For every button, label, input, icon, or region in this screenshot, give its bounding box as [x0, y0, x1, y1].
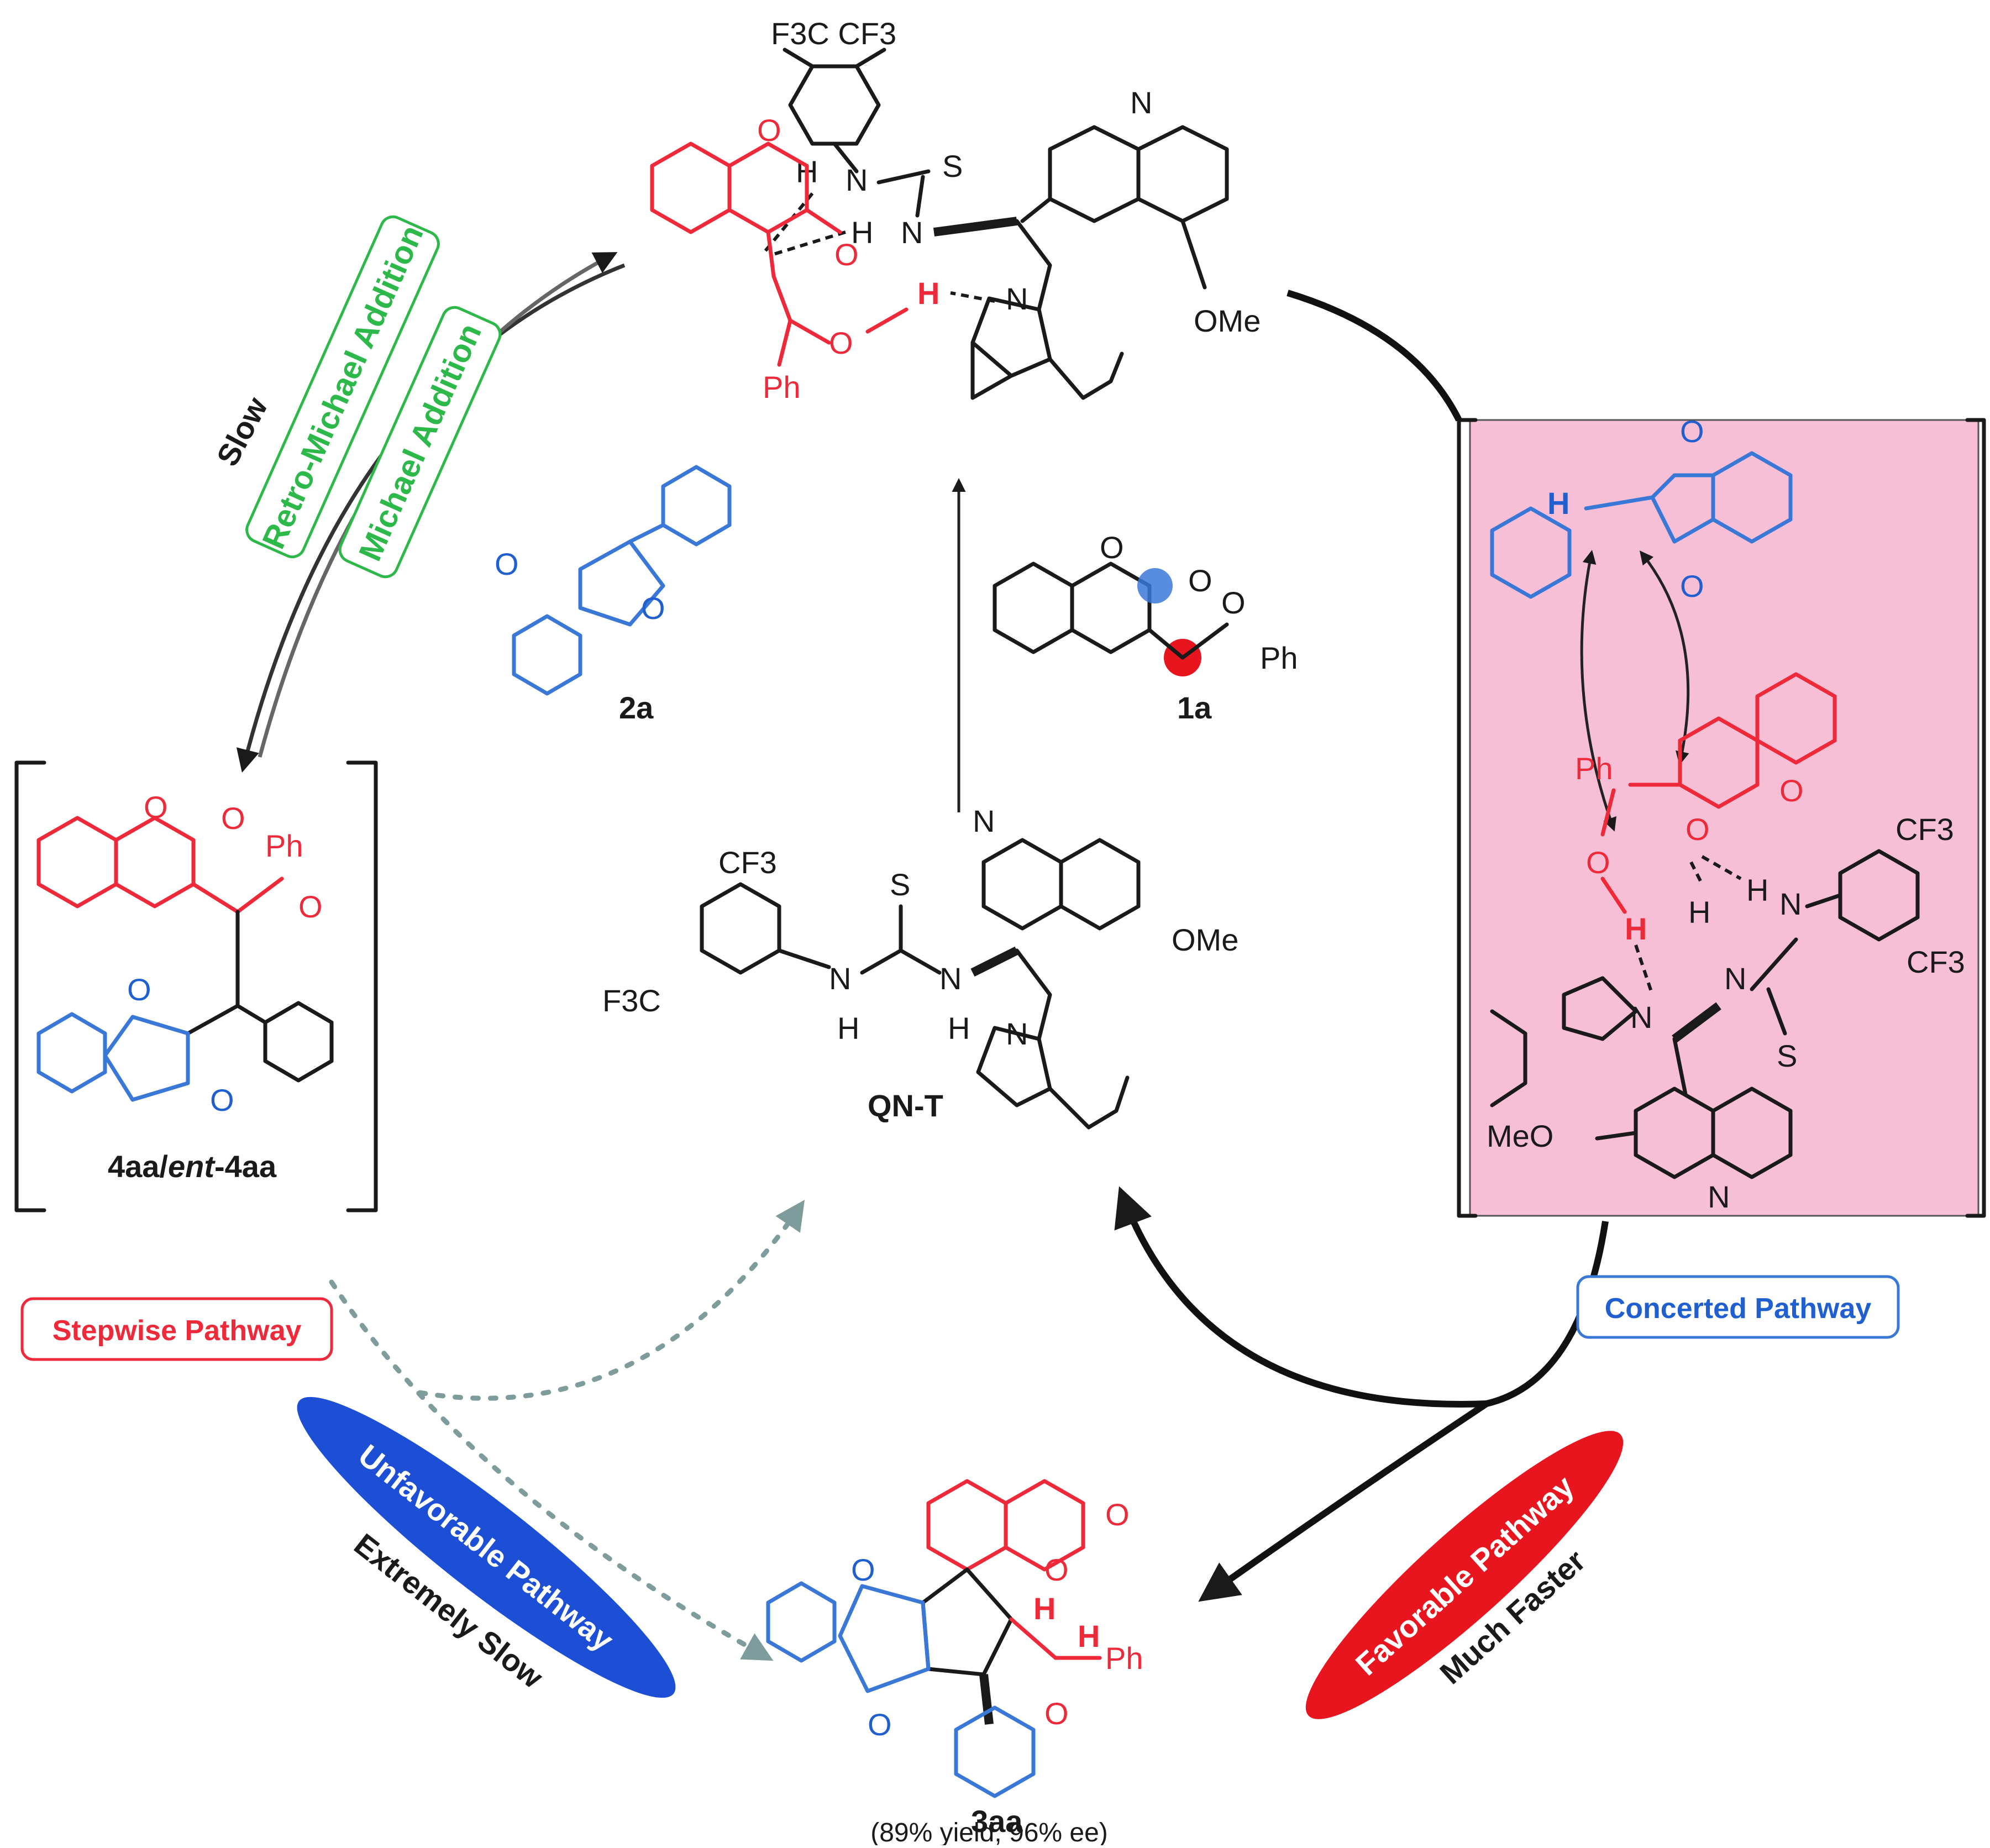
svg-text:O: O — [829, 326, 853, 360]
compound-2a: O O 2a — [495, 465, 732, 725]
compound-qnt-label: QN-T — [868, 1088, 943, 1123]
svg-text:Ph: Ph — [1260, 641, 1298, 675]
svg-text:N: N — [846, 162, 868, 197]
ts-bracket-left — [1457, 418, 1478, 1218]
catalyst-qnt: CF3 F3C N H S N H N OMe N QN-T — [602, 804, 1238, 1130]
svg-text:O: O — [834, 237, 859, 272]
svg-text:F3C: F3C — [602, 983, 661, 1018]
label-concerted-box: Concerted Pathway — [1576, 1275, 1900, 1339]
svg-text:S: S — [1777, 1038, 1797, 1073]
svg-text:O: O — [851, 1552, 875, 1587]
svg-text:N: N — [939, 961, 962, 996]
label-slow: Slow — [209, 391, 274, 471]
svg-text:H: H — [948, 1011, 970, 1046]
label-unfavorable-ellipse: Unfavorable Pathway — [297, 1397, 676, 1698]
top-f3c-cf3-label: F3C CF3 — [771, 16, 896, 51]
svg-text:N: N — [829, 961, 851, 996]
svg-text:S: S — [942, 149, 963, 183]
top-ome-label: OMe — [1194, 303, 1261, 338]
svg-text:H: H — [1033, 1591, 1056, 1626]
svg-text:Ph: Ph — [1575, 751, 1613, 786]
label-stepwise: Stepwise Pathway — [52, 1315, 302, 1347]
svg-text:CF3: CF3 — [1907, 944, 1965, 979]
svg-text:N: N — [973, 804, 995, 838]
ts-meo-label: MeO — [1487, 1119, 1553, 1153]
compound-2a-label: 2a — [619, 690, 654, 725]
cycle-arrows — [236, 252, 1609, 1661]
svg-text:O: O — [1044, 1696, 1069, 1731]
svg-text:O: O — [1686, 812, 1710, 847]
svg-text:O: O — [1044, 1552, 1069, 1587]
highlight-blue-dot — [1137, 568, 1173, 603]
svg-text:N: N — [1130, 85, 1152, 120]
svg-text:H: H — [1625, 911, 1647, 946]
compound-3aa-result: (89% yield, 96% ee) — [870, 1818, 1108, 1845]
svg-text:O: O — [1100, 530, 1124, 565]
svg-text:H: H — [1746, 873, 1768, 907]
svg-text:O: O — [127, 972, 151, 1007]
svg-text:O: O — [1105, 1497, 1130, 1532]
top-aryl-ring — [788, 64, 881, 146]
svg-text:CF3: CF3 — [718, 845, 777, 880]
svg-text:N: N — [1708, 1179, 1730, 1214]
arrow-to-qnt — [1114, 1186, 1487, 1408]
int-bracket-left — [14, 760, 46, 1212]
int-bracket-right — [346, 760, 378, 1212]
ts-complex: O O H O O Ph O H H H N N S CF3 CF3 — [1487, 414, 1965, 1214]
top-quinoline-ring-b — [1136, 125, 1229, 223]
svg-text:O: O — [641, 591, 665, 626]
qnt-ome-label: OMe — [1172, 922, 1238, 957]
product-3aa: O O H H Ph O O O 3aa (89% yield, 96% ee) — [766, 1479, 1143, 1847]
svg-text:O: O — [1779, 773, 1804, 808]
svg-text:S: S — [890, 867, 910, 902]
svg-text:Ph: Ph — [265, 828, 303, 863]
svg-text:H: H — [837, 1011, 859, 1046]
svg-text:O: O — [298, 889, 323, 924]
svg-text:O: O — [1188, 563, 1212, 598]
svg-text:O: O — [868, 1707, 892, 1742]
compound-1a-label: 1a — [1177, 690, 1212, 725]
svg-text:O: O — [144, 790, 168, 825]
arrow-to-ts — [1287, 290, 1462, 422]
svg-text:O: O — [1680, 414, 1704, 449]
top-quinoline-ring-a — [1048, 125, 1141, 223]
compound-1a: O O O Ph 1a — [993, 530, 1298, 725]
svg-text:N: N — [1006, 281, 1028, 316]
compound-3aa-label: 3aa — [971, 1804, 1023, 1839]
svg-text:O: O — [221, 801, 245, 836]
svg-text:N: N — [1779, 886, 1802, 921]
svg-text:Ph: Ph — [763, 370, 801, 405]
svg-text:H: H — [1547, 486, 1569, 521]
svg-text:N: N — [901, 215, 923, 250]
svg-text:N: N — [1724, 961, 1746, 996]
svg-text:N: N — [1006, 1016, 1028, 1051]
svg-text:H: H — [1078, 1619, 1100, 1653]
label-favorable-ellipse: Favorable Pathway — [1305, 1431, 1624, 1719]
svg-text:O: O — [1221, 585, 1246, 620]
arrow-stepwise-to-qnt — [417, 1200, 805, 1401]
arrow-stepwise-to-3aa — [329, 1279, 774, 1661]
svg-text:O: O — [495, 547, 519, 581]
top-coumarin-ring — [650, 141, 732, 234]
concerted-ts-box — [1469, 419, 1980, 1217]
label-stepwise-box: Stepwise Pathway — [20, 1297, 333, 1361]
svg-text:O: O — [1586, 845, 1610, 880]
svg-text:O: O — [210, 1083, 234, 1117]
svg-text:Ph: Ph — [1105, 1641, 1143, 1676]
label-concerted: Concerted Pathway — [1605, 1293, 1872, 1325]
svg-text:O: O — [1680, 569, 1704, 603]
svg-text:H: H — [1688, 895, 1710, 930]
compound-4aa-label: 4aa/ent-4aa — [108, 1149, 277, 1184]
svg-text:N: N — [1630, 1000, 1652, 1035]
ts-bracket-right — [1965, 418, 1986, 1218]
svg-text:CF3: CF3 — [1896, 812, 1954, 847]
svg-text:H: H — [851, 215, 873, 250]
svg-text:O: O — [757, 113, 781, 148]
svg-text:H: H — [917, 276, 939, 311]
intermediate-4aa: O O Ph O O O 4aa/ent-4aa — [36, 790, 334, 1184]
top-complex: F3C CF3 N H S N H N OMe N O O O — [650, 16, 1261, 405]
